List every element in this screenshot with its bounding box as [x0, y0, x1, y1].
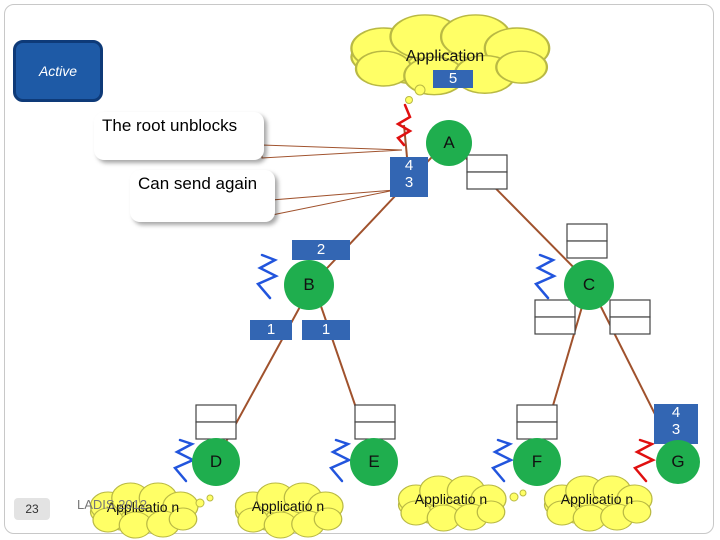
b-left-badge: 1 — [250, 320, 292, 340]
spring-e-icon — [328, 438, 352, 483]
spring-c-icon — [533, 253, 557, 300]
spring-b-icon — [255, 253, 279, 300]
spring-d-icon — [172, 438, 196, 483]
b-right-badge: 1 — [302, 320, 350, 340]
app-cloud-f-label: Applicatio n — [414, 491, 488, 507]
node-b: B — [284, 260, 334, 310]
b-top-badge: 2 — [292, 240, 350, 260]
queue-d — [195, 404, 237, 440]
clouds — [89, 13, 653, 539]
node-e: E — [350, 438, 398, 486]
spring-a-icon — [395, 103, 413, 147]
g-credit-bottom: 3 — [671, 420, 681, 438]
active-label: Active — [38, 63, 78, 79]
node-a: A — [426, 120, 472, 166]
top-cloud-label: Application — [405, 48, 485, 65]
callout-root-unblocks: The root unblocks — [94, 112, 264, 160]
a-credit-bottom: 3 — [404, 173, 414, 191]
active-status-box: Active — [13, 40, 103, 102]
pointer-root-unblocks — [261, 144, 403, 159]
slide-frame — [4, 4, 714, 534]
cloud-d-bubble-1 — [195, 498, 205, 508]
app-cloud-e-label: Applicatio n — [251, 498, 325, 514]
springs — [172, 103, 656, 483]
queue-c-right — [609, 299, 651, 335]
slide-number: 23 — [14, 498, 50, 520]
queue-c-top — [566, 223, 608, 259]
app-cloud-g-label: Applicatio n — [560, 491, 634, 507]
node-c: C — [564, 260, 614, 310]
g-credit-badge: 4 3 — [654, 404, 698, 444]
a-credit-top: 4 — [404, 157, 414, 174]
spring-g-icon — [632, 438, 656, 483]
callout-can-send-again: Can send again — [130, 170, 275, 222]
buffer-queues — [195, 154, 651, 440]
callout-pointers — [261, 144, 403, 216]
node-f: F — [513, 438, 561, 486]
cloud-d-bubble-2 — [206, 494, 214, 502]
app-cloud-d-label: Applicatio n — [106, 499, 180, 515]
queue-f — [516, 404, 558, 440]
a-credit-badge: 4 3 — [390, 157, 428, 197]
footer-text: LADIS 2012 — [77, 497, 148, 512]
node-d: D — [192, 438, 240, 486]
cloud-f-bubble-2 — [519, 489, 527, 497]
g-credit-top: 4 — [671, 404, 681, 421]
queue-e — [354, 404, 396, 440]
node-g: G — [656, 440, 700, 484]
top-cloud-count-badge: 5 — [433, 70, 473, 88]
queue-a-right — [466, 154, 508, 190]
queue-c-left — [534, 299, 576, 335]
pointer-can-send — [271, 189, 396, 216]
cloud-top-bubble-2 — [405, 96, 413, 104]
spring-f-icon — [490, 438, 514, 483]
cloud-f-bubble-1 — [509, 492, 519, 502]
cloud-top-bubble-1 — [414, 84, 426, 96]
